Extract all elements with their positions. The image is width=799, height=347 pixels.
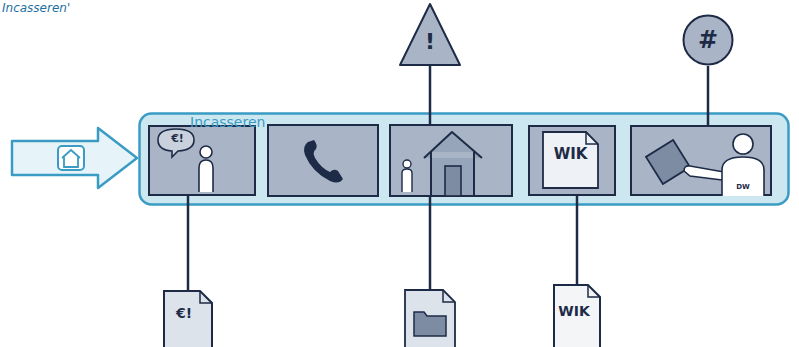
hash-circle-label: # [682,28,734,52]
process-box: DW [630,125,772,196]
process-box-outline [630,125,772,196]
house-badge [58,146,84,170]
process-box-label: €! [161,133,194,144]
process-box-label: DW [730,184,756,191]
process-box-shape [149,126,255,195]
process-box-shape [529,126,615,195]
document-fold [443,290,455,302]
house-icon [62,150,80,167]
document-icon-label: WIK [553,304,595,318]
connector-line [576,196,579,284]
process-box-label: WIK [543,147,598,162]
document-icon [405,290,455,347]
document-fold [588,285,600,297]
document-icon-shape [554,285,600,347]
warning-triangle: ! [398,2,462,66]
document-icon: €! [163,290,213,347]
document-icon-shape [164,291,212,347]
process-box: WIK [528,125,616,196]
incoming-arrow [12,128,137,188]
folder-icon [414,312,446,336]
document-icon-label: €! [163,306,205,320]
leader-line [429,196,432,290]
document-icon: WIK [553,284,601,347]
figure-caption: Incasseren' [2,1,70,15]
process-box: €! [148,125,256,196]
hash-circle: # [682,14,734,66]
process-box-shape [631,126,771,195]
document-fold [200,291,212,303]
process-band: €! WIK DW Incasseren [138,112,790,206]
warning-triangle-label: ! [398,31,462,53]
process-box-outline [148,125,256,196]
process-band-label: Incasseren [190,115,330,129]
connector-line [187,196,190,290]
process-band-shape [140,114,789,205]
